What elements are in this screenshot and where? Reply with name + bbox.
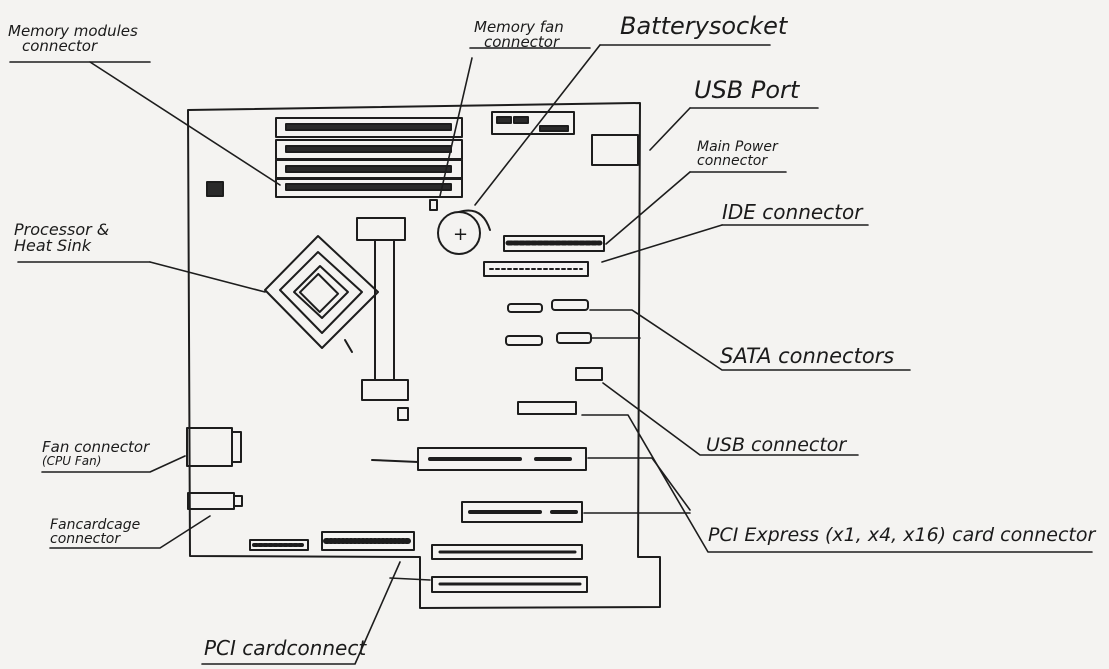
pci-card-label: PCI cardconnect bbox=[204, 638, 366, 658]
pcie-x4-slot bbox=[462, 502, 582, 522]
heatsink-pipe bbox=[345, 218, 408, 420]
ide-connector-label: IDE connector bbox=[722, 202, 862, 222]
usb-port-label: USB Port bbox=[694, 78, 799, 102]
processor-socket bbox=[265, 236, 378, 348]
main-power-label: Main Power connector bbox=[697, 140, 778, 168]
memory-fan-connector bbox=[430, 200, 437, 210]
leader-lines bbox=[10, 45, 1092, 664]
bottom-headers bbox=[250, 532, 414, 550]
memory-slots bbox=[276, 118, 462, 197]
processor-label: Processor & Heat Sink bbox=[14, 222, 109, 254]
pci-express-label: PCI Express (x1, x4, x16) card connector bbox=[708, 526, 1095, 545]
usb-connector-label: USB connector bbox=[706, 436, 846, 455]
sata-connectors bbox=[506, 300, 591, 345]
memory-modules-label: Memory modules connector bbox=[8, 24, 138, 54]
usb-port-block bbox=[592, 135, 638, 165]
fancage-connector bbox=[188, 493, 242, 509]
battery-plus-symbol: + bbox=[453, 224, 468, 245]
memory-fan-label: Memory fan connector bbox=[474, 20, 564, 50]
fan-connector-label: Fan connector (CPU Fan) bbox=[42, 440, 149, 467]
fancardcage-label: Fancardcage connector bbox=[50, 518, 140, 546]
pcie-x16-slot bbox=[372, 448, 586, 470]
battery-socket-label: Batterysocket bbox=[620, 14, 787, 38]
cpu-fan-connector bbox=[187, 428, 241, 466]
usb-connector-header bbox=[576, 368, 602, 380]
small-chip bbox=[207, 182, 223, 196]
pci-slots bbox=[432, 545, 587, 592]
sata-connectors-label: SATA connectors bbox=[720, 346, 894, 367]
pcie-x1-slot bbox=[518, 402, 576, 414]
